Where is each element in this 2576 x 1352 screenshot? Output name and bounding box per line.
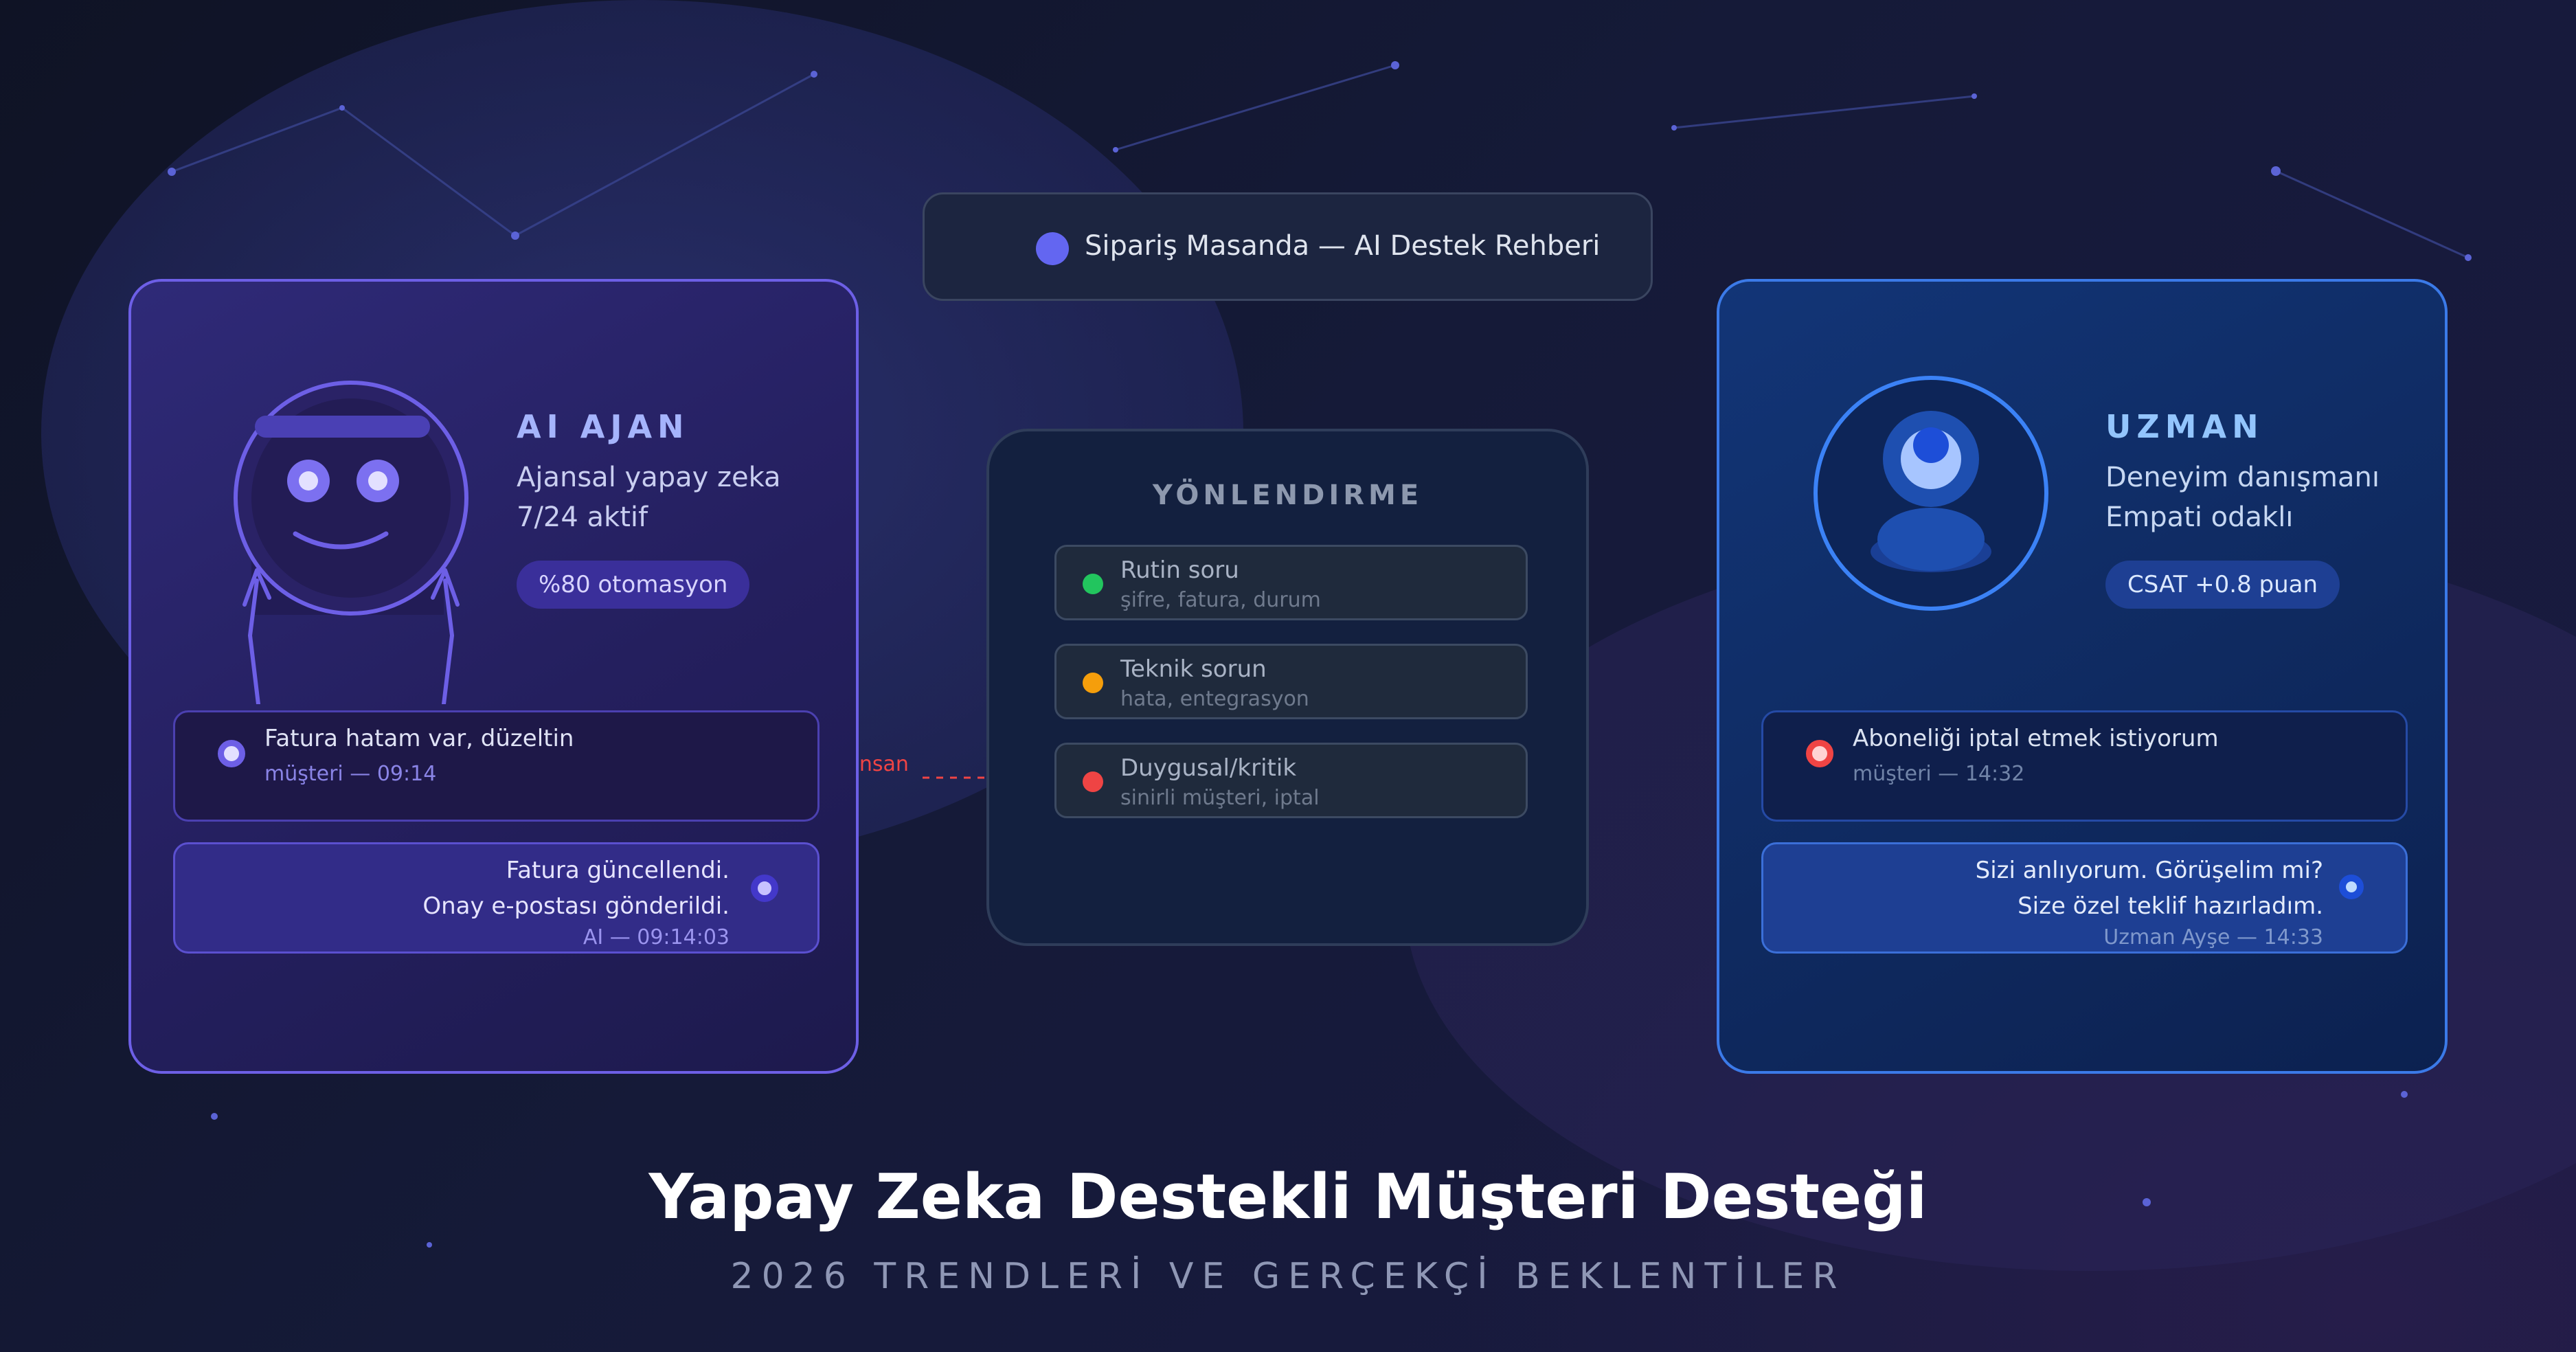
ai-reply-line2: Onay e-postası gönderildi. bbox=[422, 892, 730, 920]
constellation-lines bbox=[171, 64, 2469, 259]
route-dot-amber bbox=[1083, 673, 1103, 693]
expert-customer-dot bbox=[1806, 740, 1833, 767]
expert-card: UZMAN Deneyim danışmanı Empati odaklı CS… bbox=[1717, 279, 2448, 1074]
expert-message-reply: Sizi anlıyorum. Görüşelim mi? Size özel … bbox=[1761, 842, 2408, 954]
ai-incoming-meta: müşteri — 09:14 bbox=[264, 762, 437, 786]
constellation-stars bbox=[168, 61, 2472, 1248]
expert-role-title: UZMAN bbox=[2105, 408, 2264, 445]
route-title: Rutin soru bbox=[1120, 556, 1239, 584]
ai-message-incoming: Fatura hatam var, düzeltin müşteri — 09:… bbox=[173, 710, 820, 822]
person-icon bbox=[1814, 376, 2048, 611]
expert-desc-line1: Deneyim danışmanı bbox=[2105, 462, 2380, 493]
ai-customer-dot bbox=[218, 740, 245, 767]
main-subtitle: 2026 TRENDLERİ VE GERÇEKÇİ BEKLENTİLER bbox=[730, 1256, 1846, 1297]
route-title: Duygusal/kritik bbox=[1120, 754, 1297, 782]
route-title: Teknik sorun bbox=[1120, 655, 1267, 683]
route-subtitle: sinirli müşteri, iptal bbox=[1120, 786, 1320, 810]
routing-title: YÖNLENDIRME bbox=[1152, 480, 1423, 511]
routing-panel: YÖNLENDIRME Rutin soru şifre, fatura, du… bbox=[986, 429, 1589, 946]
expert-incoming-meta: müşteri — 14:32 bbox=[1853, 762, 2025, 786]
expert-csat-badge: CSAT +0.8 puan bbox=[2105, 561, 2340, 609]
connector-human-label: İnsan bbox=[853, 752, 909, 776]
expert-message-incoming: Aboneliği iptal etmek istiyorum müşteri … bbox=[1761, 710, 2408, 822]
route-dot-green bbox=[1083, 574, 1103, 594]
ai-agent-card: AI AJAN Ajansal yapay zeka 7/24 aktif %8… bbox=[128, 279, 859, 1074]
route-item-critical: Duygusal/kritik sinirli müşteri, iptal bbox=[1054, 743, 1528, 818]
ai-desc-line1: Ajansal yapay zeka bbox=[517, 462, 781, 493]
route-item-technical: Teknik sorun hata, entegrasyon bbox=[1054, 644, 1528, 719]
ai-reply-meta: AI — 09:14:03 bbox=[583, 925, 730, 949]
ai-desc-line2: 7/24 aktif bbox=[517, 502, 648, 533]
expert-desc-line2: Empati odaklı bbox=[2105, 502, 2294, 533]
main-title: Yapay Zeka Destekli Müşteri Desteği bbox=[648, 1161, 1928, 1233]
expert-agent-dot bbox=[2339, 875, 2364, 899]
ai-role-title: AI AJAN bbox=[517, 408, 690, 445]
route-item-routine: Rutin soru şifre, fatura, durum bbox=[1054, 545, 1528, 620]
expert-incoming-text: Aboneliği iptal etmek istiyorum bbox=[1853, 725, 2219, 752]
ai-reply-line1: Fatura güncellendi. bbox=[506, 857, 730, 884]
header-label-text: Sipariş Masanda — AI Destek Rehberi bbox=[1085, 230, 1601, 262]
ai-message-reply: Fatura güncellendi. Onay e-postası gönde… bbox=[173, 842, 820, 954]
robot-icon bbox=[234, 381, 468, 704]
header-accent-dot bbox=[1036, 232, 1069, 265]
expert-reply-line1: Sizi anlıyorum. Görüşelim mi? bbox=[1975, 857, 2323, 884]
ai-incoming-text: Fatura hatam var, düzeltin bbox=[264, 725, 574, 752]
expert-reply-meta: Uzman Ayşe — 14:33 bbox=[2103, 925, 2323, 949]
route-subtitle: hata, entegrasyon bbox=[1120, 687, 1309, 711]
route-subtitle: şifre, fatura, durum bbox=[1120, 588, 1321, 612]
ai-automation-badge: %80 otomasyon bbox=[517, 561, 750, 609]
expert-reply-line2: Size özel teklif hazırladım. bbox=[2018, 892, 2323, 920]
ai-agent-dot bbox=[751, 875, 778, 902]
route-dot-red bbox=[1083, 771, 1103, 792]
header-label-box: Sipariş Masanda — AI Destek Rehberi bbox=[923, 192, 1653, 301]
